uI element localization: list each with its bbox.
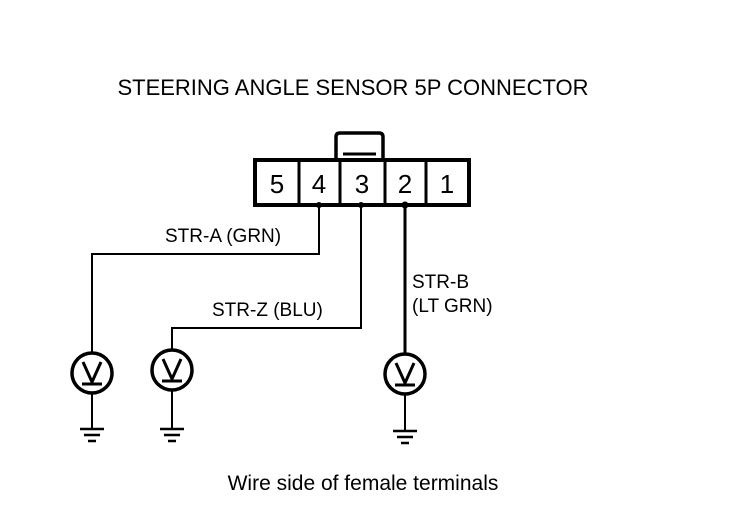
- connector-latch: [334, 131, 385, 160]
- pin-label-5: 5: [270, 169, 284, 199]
- wire-str-a: [91, 205, 320, 353]
- pin-label-2: 2: [398, 169, 412, 199]
- wire-junction: [358, 202, 364, 208]
- pin-label-4: 4: [312, 169, 326, 199]
- voltmeter-icon: [383, 352, 427, 396]
- wire-junction: [316, 202, 322, 208]
- pin-label-3: 3: [355, 169, 369, 199]
- wire-label-str-z: STR-Z (BLU): [212, 300, 323, 321]
- wire-label-str-a: STR-A (GRN): [165, 226, 281, 247]
- wire-label-str-b-line2: (LT GRN): [412, 296, 493, 317]
- voltmeter-icon: [150, 348, 194, 392]
- ground-icon: [160, 427, 184, 443]
- wire-junction: [401, 201, 409, 209]
- wire-str-z: [171, 205, 362, 350]
- diagram-title: STEERING ANGLE SENSOR 5P CONNECTOR: [117, 75, 588, 100]
- pin-label-1: 1: [440, 169, 454, 199]
- ground-icon: [393, 429, 417, 445]
- voltmeter-icon: [70, 351, 114, 395]
- wire-label-str-b-line1: STR-B: [412, 272, 469, 293]
- ground-icon: [80, 427, 104, 443]
- diagram-caption: Wire side of female terminals: [228, 472, 499, 495]
